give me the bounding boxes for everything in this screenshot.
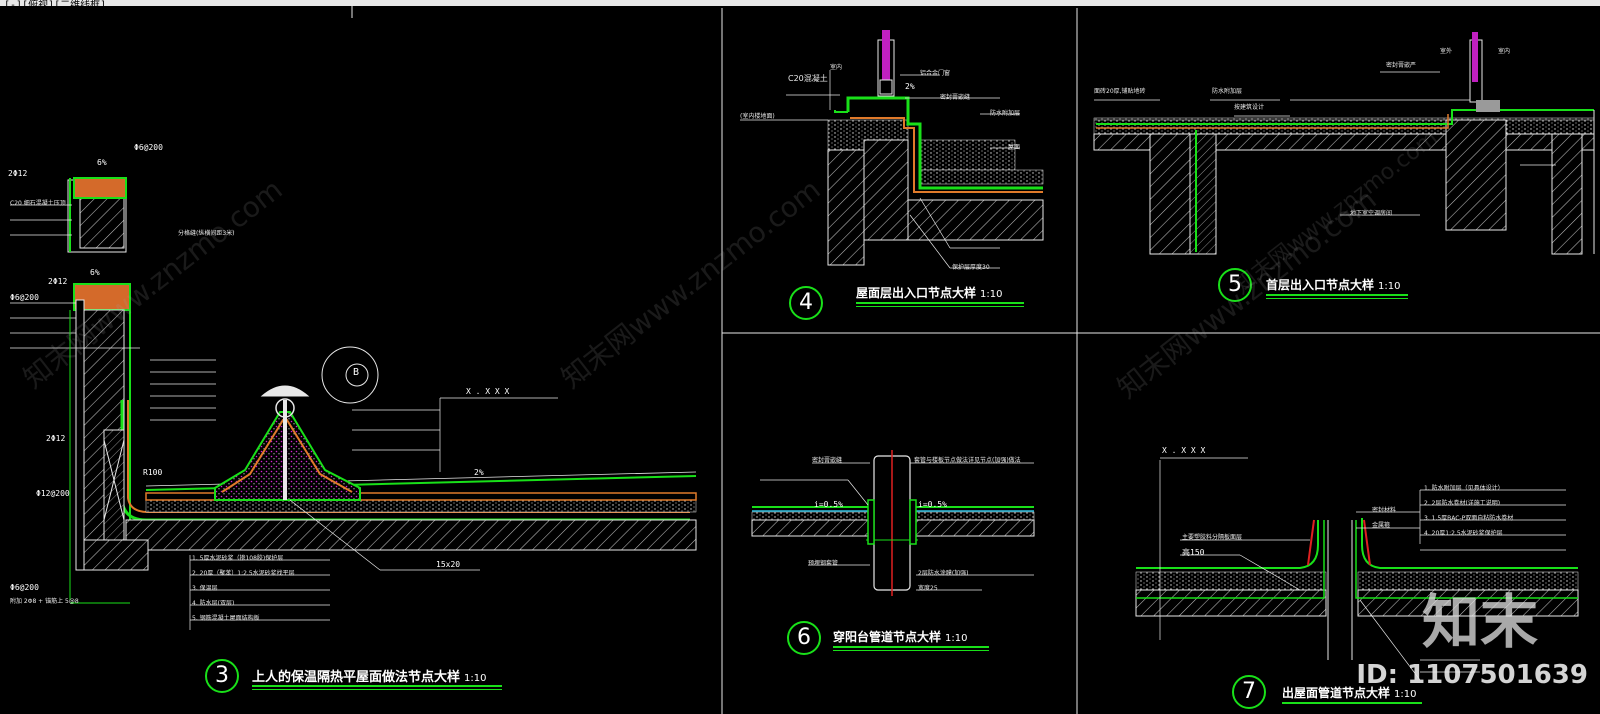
d6-width: 宽度25 — [918, 585, 938, 592]
d3-rebar-d: 2Φ12 — [46, 434, 66, 443]
title-text: 屋面层出入口节点大样 — [856, 286, 977, 300]
d5-waterproof: 防水附加层 — [1212, 88, 1243, 95]
d3-rebar-b: 2Φ12 — [48, 277, 68, 286]
d3-slope-roof: 2% — [474, 468, 484, 477]
d7-height: 高150 — [1182, 548, 1205, 557]
d5-basement: 地下室空调房间 — [1350, 210, 1393, 217]
detail-number-5: 5 — [1218, 268, 1252, 302]
d7-step: 3. 1.5厚BAC-P双面自粘防水卷材 — [1424, 515, 1514, 522]
detail-number-4: 4 — [789, 286, 823, 320]
d4-roof: 屋面 — [1008, 144, 1021, 151]
d7-step: 1. 防水附加层（见具体设计） — [1424, 485, 1504, 492]
d3-slope-mid: 6% — [90, 268, 100, 277]
d6-pipe: 预埋钢套管 — [808, 560, 839, 567]
viewport-label[interactable]: [-][俯视][二维线框] — [4, 0, 107, 11]
d4-room: 室内 — [830, 64, 843, 71]
d3-note-anchor: 附加 2Φ8 + 锚筋上 5@8 — [10, 598, 79, 605]
title-text: 上人的保温隔热平屋面做法节点大样 — [252, 670, 461, 685]
d6-slope-r: i=0.5% — [918, 500, 947, 509]
title-text: 首层出入口节点大样 — [1266, 278, 1375, 292]
d4-door: 铝合金门窗 — [920, 70, 951, 77]
detail-number-6: 6 — [787, 621, 821, 655]
title-underline — [856, 302, 1024, 304]
title-scale: 1:10 — [1378, 281, 1401, 292]
d3-rebar-a: 2Φ12 — [8, 169, 28, 178]
d7-metal: 金属箍 — [1372, 522, 1391, 529]
d7-step: 2. 2层防水卷材(详施工说明) — [1424, 500, 1501, 507]
brand-logo: 知末 — [1421, 588, 1538, 656]
detail-number-3: 3 — [205, 659, 239, 693]
d3-note-gap: 分格缝(纵横间距3米) — [178, 230, 235, 237]
detail-number-7: 7 — [1232, 675, 1266, 709]
d3-rebar-c: Φ6@200 — [10, 293, 39, 302]
d3-step: 5. 钢筋混凝土屋面结构板 — [192, 615, 260, 622]
d5-outdoor: 室外 — [1440, 48, 1453, 55]
title-underline — [252, 689, 502, 690]
title-scale: 1:10 — [464, 673, 487, 684]
d3-radius: R100 — [143, 468, 163, 477]
title-underline — [833, 650, 989, 651]
d6-note-bot: 2层防水涂膜(加强) — [918, 570, 969, 577]
title-scale: 1:10 — [980, 289, 1003, 300]
d3-step: 3. 保温层 — [192, 585, 218, 592]
title-underline — [1266, 298, 1408, 299]
title-scale: 1:10 — [1394, 689, 1417, 700]
d3-slope-top: 6% — [97, 158, 107, 167]
detail-4-drawing — [740, 30, 1044, 269]
d4-layers: 防水附加层 — [990, 110, 1021, 117]
d7-note-l: 主要塑胶料分隔板面层 — [1182, 534, 1243, 541]
d3-dim-joint: 15x20 — [436, 560, 461, 569]
detail-3-drawing — [10, 177, 697, 630]
d3-step: 1. 5厚水泥砂浆（掺108胶)保护层 — [192, 555, 284, 562]
d3-step: 4. 防水层(双层) — [192, 600, 235, 607]
panel-separators — [351, 6, 1600, 714]
d3-label-b: B — [353, 367, 360, 378]
viewport-top-bar: [-][俯视][二维线框] — [0, 0, 1600, 11]
detail-5-drawing — [1093, 32, 1595, 255]
detail-6-drawing — [751, 450, 1035, 596]
d5-design: 按建筑设计 — [1234, 104, 1265, 111]
d4-floor: (室内楼地面) — [740, 113, 775, 120]
d3-note-cast: C20 细石混凝土压顶 — [10, 200, 66, 207]
d4-flash: 密封膏嵌缝 — [940, 94, 971, 101]
d7-seal: 密封材料 — [1372, 507, 1397, 514]
d6-slope-l: i=0.5% — [814, 500, 843, 509]
d3-rebar-e: Φ12@200 — [36, 489, 70, 498]
d6-note-top: 套管与楼板节点做法详见节点(加强)做法 — [914, 457, 1021, 464]
d3-step: 2. 20厚（聚苯）1:2.5水泥砂浆找平层 — [192, 570, 295, 577]
d3-rebar-f: Φ6@200 — [10, 583, 39, 592]
title-underline — [833, 646, 989, 648]
d4-slope: 2% — [905, 82, 915, 91]
d6-seal: 密封膏嵌缝 — [812, 457, 843, 464]
d5-indoor: 室内 — [1498, 48, 1511, 55]
d5-seal: 密封膏嵌严 — [1386, 62, 1417, 69]
title-underline — [856, 306, 1024, 307]
d5-paving: 面砖20厚,铺贴地砖 — [1094, 88, 1146, 95]
title-underline — [252, 685, 502, 687]
d3-elev: X . X X X — [466, 387, 510, 396]
title-underline — [1282, 702, 1422, 704]
title-scale: 1:10 — [945, 633, 968, 644]
detail-7-drawing — [1135, 457, 1579, 681]
d4-thick: 保护层厚度30 — [952, 264, 990, 271]
d7-elev: X . X X X — [1162, 446, 1206, 455]
title-text: 出屋面管道节点大样 — [1282, 686, 1391, 700]
d7-step: 4. 20厚1:2.5水泥砂浆保护层 — [1424, 530, 1503, 537]
d4-concrete: C20混凝土 — [788, 74, 828, 83]
d3-rebar-top: Φ6@200 — [134, 143, 163, 152]
resource-id: ID: 1107501639 — [1356, 660, 1588, 690]
title-text: 穿阳台管道节点大样 — [833, 630, 942, 644]
title-underline — [1266, 294, 1408, 296]
